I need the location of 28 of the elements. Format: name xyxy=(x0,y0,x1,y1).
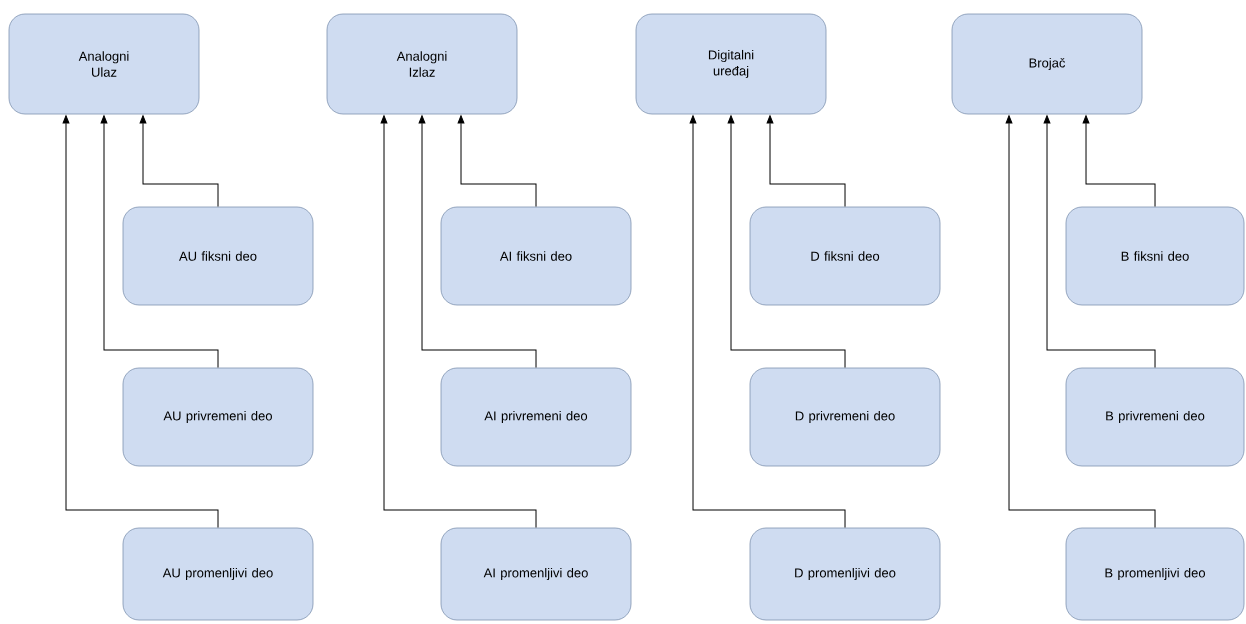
part-box: AU privremeni deo xyxy=(122,367,314,467)
arrow xyxy=(727,115,846,369)
arrow xyxy=(766,115,846,208)
part-box: AU fiksni deo xyxy=(122,206,314,306)
category-box: Analogni Ulaz xyxy=(8,13,200,115)
category-box: Brojač xyxy=(951,13,1143,115)
part-box: D privremeni deo xyxy=(749,367,941,467)
part-box: B promenljivi deo xyxy=(1065,527,1245,621)
arrow xyxy=(418,115,537,369)
arrow xyxy=(457,115,537,208)
part-box: AU promenljivi deo xyxy=(122,527,314,621)
part-box: AI promenljivi deo xyxy=(440,527,632,621)
arrow xyxy=(1082,115,1156,208)
arrow xyxy=(1005,115,1156,529)
arrow xyxy=(139,115,219,208)
category-box: Analogni Izlaz xyxy=(326,13,518,115)
part-box: B privremeni deo xyxy=(1065,367,1245,467)
arrow xyxy=(62,115,219,529)
arrow xyxy=(689,115,846,529)
arrow xyxy=(100,115,219,369)
category-box: Digitalni uređaj xyxy=(635,13,827,115)
arrow xyxy=(1043,115,1156,369)
part-box: AI fiksni deo xyxy=(440,206,632,306)
part-box: B fiksni deo xyxy=(1065,206,1245,306)
part-box: D promenljivi deo xyxy=(749,527,941,621)
part-box: D fiksni deo xyxy=(749,206,941,306)
part-box: AI privremeni deo xyxy=(440,367,632,467)
arrow xyxy=(380,115,537,529)
